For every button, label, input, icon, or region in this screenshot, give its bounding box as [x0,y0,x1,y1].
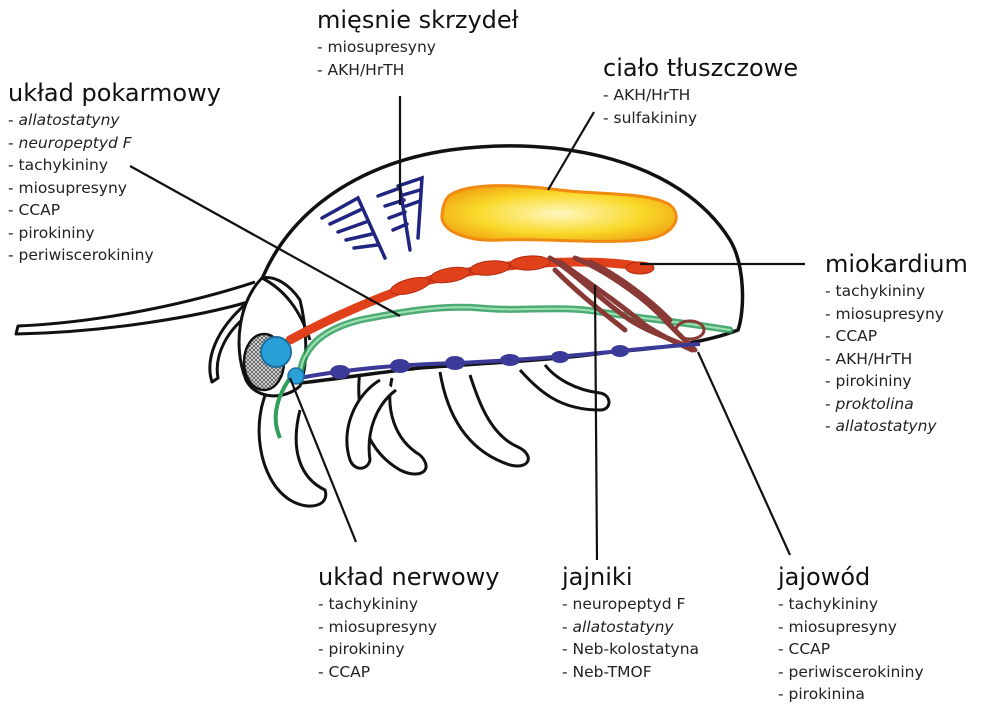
brain [261,337,291,367]
title-jajowod: jajowód [778,563,924,591]
item: tachykininy [8,154,221,177]
label-uklad-nerwowy: układ nerwowy tachykininy miosupresyny p… [318,563,500,683]
item: periwiscerokininy [8,244,221,267]
item: tachykininy [825,280,968,303]
item: Neb-kolostatyna [562,638,699,661]
title-miokardium: miokardium [825,250,968,278]
item: tachykininy [318,593,500,616]
item: pirokinina [778,683,924,706]
item: tachykininy [778,593,924,616]
item: allatostatyny [562,616,699,639]
title-cialo-tluszczowe: ciało tłuszczowe [603,54,798,82]
item: miosupresyny [778,616,924,639]
antenna [16,282,255,382]
item: periwiscerokininy [778,661,924,684]
item: miosupresyny [318,616,500,639]
item: miosupresyny [317,36,518,59]
item: CCAP [778,638,924,661]
item: AKH/HrTH [317,59,518,82]
item: miosupresyny [8,177,221,200]
label-cialo-tluszczowe: ciało tłuszczowe AKH/HrTH sulfakininy [603,54,798,129]
item: proktolina [825,393,968,416]
item: CCAP [318,661,500,684]
item: allatostatyny [8,109,221,132]
leader-jajowod [698,352,790,555]
item: pirokininy [318,638,500,661]
legs [259,365,609,506]
item: sulfakininy [603,107,798,130]
title-jajniki: jajniki [562,563,699,591]
item: miosupresyny [825,303,968,326]
label-miesnie-skrzydel: mięsnie skrzydeł miosupresyny AKH/HrTH [317,6,518,81]
item: neuropeptyd F [562,593,699,616]
item: neuropeptyd F [8,132,221,155]
item: Neb-TMOF [562,661,699,684]
item: CCAP [825,325,968,348]
label-uklad-pokarmowy: układ pokarmowy allatostatyny neuropepty… [8,79,221,267]
title-miesnie-skrzydel: mięsnie skrzydeł [317,6,518,34]
item: pirokininy [8,222,221,245]
item: AKH/HrTH [603,84,798,107]
item: CCAP [8,199,221,222]
label-miokardium: miokardium tachykininy miosupresyny CCAP… [825,250,968,438]
label-jajniki: jajniki neuropeptyd F allatostatyny Neb-… [562,563,699,683]
label-jajowod: jajowód tachykininy miosupresyny CCAP pe… [778,563,924,706]
item: AKH/HrTH [825,348,968,371]
item: allatostatyny [825,415,968,438]
item: pirokininy [825,370,968,393]
title-uklad-pokarmowy: układ pokarmowy [8,79,221,107]
title-uklad-nerwowy: układ nerwowy [318,563,500,591]
